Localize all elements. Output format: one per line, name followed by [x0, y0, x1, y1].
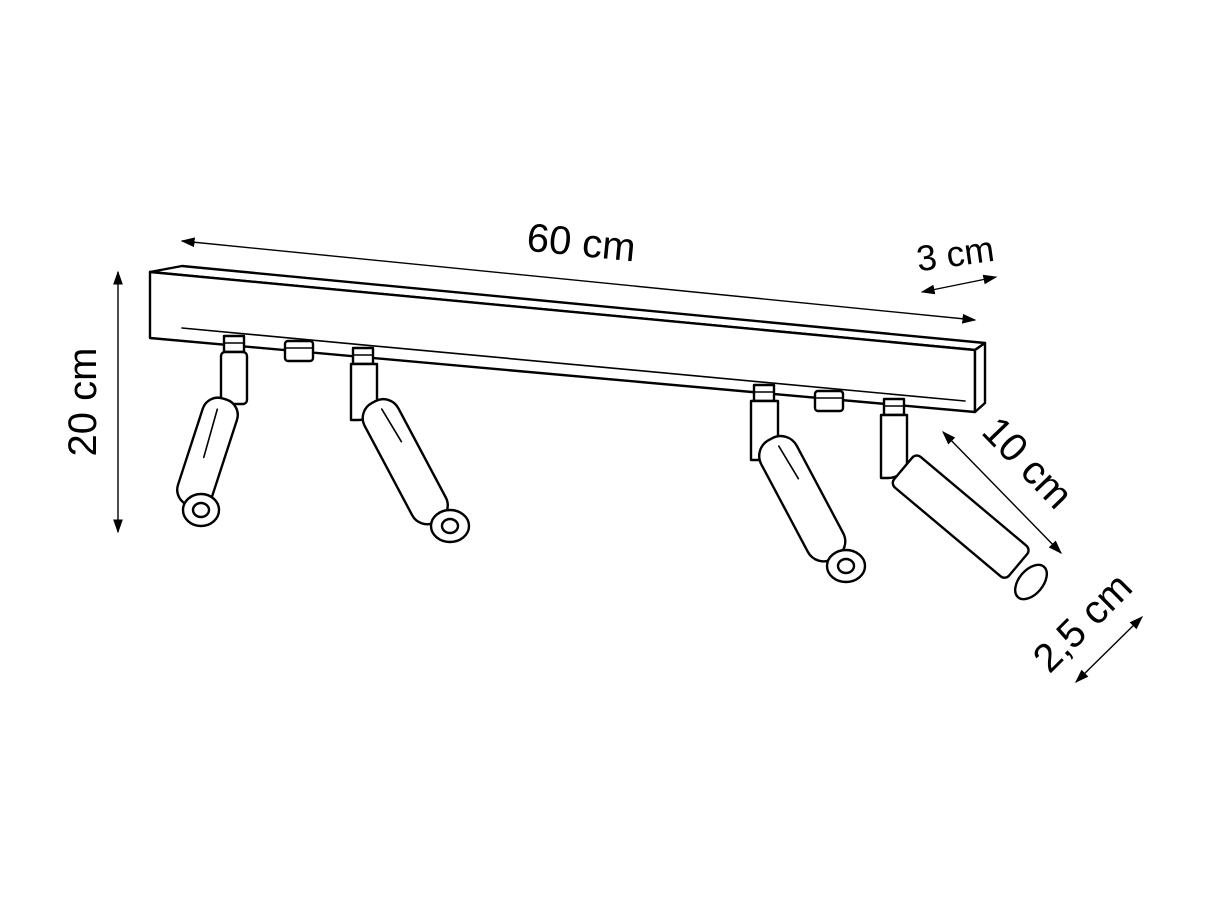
dimension-length: 60 cm: [180, 216, 977, 324]
label-depth: 3 cm: [914, 228, 997, 279]
spot-2: [349, 346, 471, 544]
spot-3: [749, 383, 867, 584]
dimension-depth: 3 cm: [914, 228, 998, 295]
dimension-height: 20 cm: [61, 270, 123, 534]
spot-1: [176, 334, 249, 528]
label-spot-length: 10 cm: [974, 409, 1081, 518]
mount-cap-left: [283, 339, 315, 363]
mount-cap-right: [813, 389, 845, 413]
ceiling-bar: [148, 264, 987, 414]
label-height: 20 cm: [61, 348, 105, 457]
label-length: 60 cm: [525, 216, 638, 271]
